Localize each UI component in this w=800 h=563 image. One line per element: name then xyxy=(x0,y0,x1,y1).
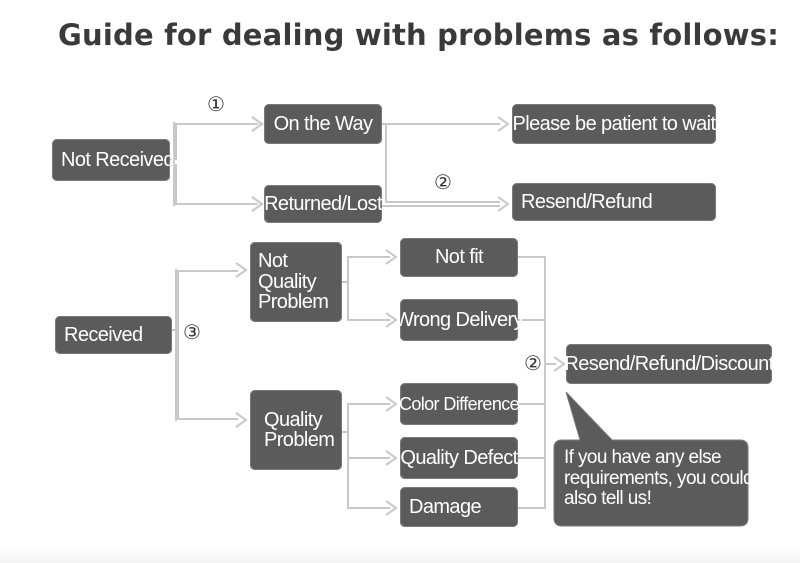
speech-bubble xyxy=(553,391,749,527)
color-difference-label: Color Difference xyxy=(398,393,520,414)
received-label: Received xyxy=(64,323,143,346)
not-received-box: Not Received xyxy=(52,139,174,181)
damage-box: Damage xyxy=(400,487,518,527)
quality-line-1: Quality xyxy=(264,408,323,431)
damage-label: Damage xyxy=(409,495,482,518)
step-marker-three: ③ xyxy=(183,320,201,344)
page-title: Guide for dealing with problems as follo… xyxy=(58,18,780,52)
not-fit-label: Not fit xyxy=(434,246,484,269)
quality-defect-label: Quality Defect xyxy=(400,446,518,469)
step-marker-two-bottom: ② xyxy=(524,351,542,375)
bubble-line-3: also tell us! xyxy=(564,488,652,510)
step-marker-two-top: ② xyxy=(434,170,452,194)
quality-problem-box: Quality Problem xyxy=(250,390,342,470)
not-quality-line-2: Quality xyxy=(258,270,317,293)
not-quality-problem-box: Not Quality Problem xyxy=(250,242,342,322)
quality-defect-box: Quality Defect xyxy=(400,437,518,479)
wrong-delivery-label: Wrong Delivery xyxy=(395,308,524,331)
not-quality-line-3: Problem xyxy=(258,291,329,314)
step-marker-one: ① xyxy=(207,92,225,116)
bubble-line-1: If you have any else xyxy=(564,447,722,468)
wrong-delivery-box: Wrong Delivery xyxy=(395,299,524,341)
patient-box: Please be patient to wait xyxy=(512,104,716,144)
resend-refund-label: Resend/Refund xyxy=(521,190,653,213)
bubble-text: If you have any else requirements, you c… xyxy=(564,447,754,510)
resend-refund-box: Resend/Refund xyxy=(512,183,716,221)
bubble-line-2: requirements, you could xyxy=(564,467,754,489)
patient-label: Please be patient to wait xyxy=(512,112,717,135)
on-the-way-box: On the Way xyxy=(264,104,382,144)
resend-refund-discount-box: Resend/Refund/Discount xyxy=(564,344,774,384)
on-the-way-label: On the Way xyxy=(273,112,373,135)
resend-refund-discount-label: Resend/Refund/Discount xyxy=(564,352,774,375)
returned-lost-box: Returned/Lost xyxy=(264,185,383,223)
not-received-label: Not Received xyxy=(61,148,174,171)
quality-line-2: Problem xyxy=(264,429,335,451)
bottom-fade xyxy=(0,548,800,563)
not-quality-line-1: Not xyxy=(258,250,288,273)
returned-lost-label: Returned/Lost xyxy=(264,192,382,215)
received-box: Received xyxy=(55,316,172,354)
not-fit-box: Not fit xyxy=(400,238,518,277)
color-difference-box: Color Difference xyxy=(398,383,520,425)
